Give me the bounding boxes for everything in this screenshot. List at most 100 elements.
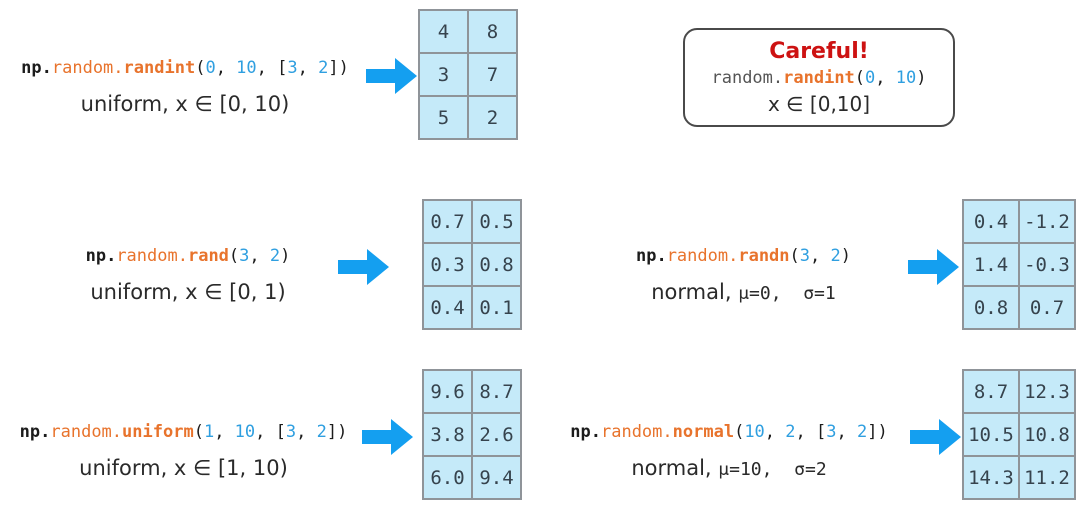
- code-np: np.: [21, 58, 52, 78]
- code-number: 3: [826, 422, 837, 442]
- code-punct: ,: [214, 422, 235, 442]
- table-cell: 12.3: [1020, 371, 1074, 412]
- code-punct: , [: [795, 422, 827, 442]
- code-punct: ,: [875, 67, 896, 88]
- code-func: rand: [187, 246, 229, 266]
- caption-prefix: normal,: [651, 280, 739, 304]
- careful-callout: Careful! random.randint(0, 10) x ∈ [0,10…: [683, 28, 955, 127]
- code-punct: (: [195, 58, 206, 78]
- code-punct: , [: [256, 58, 288, 78]
- normal-section: np.random.normal(10, 2, [3, 2]) normal, …: [567, 420, 891, 480]
- caption-prefix: normal,: [631, 456, 719, 480]
- code-func: randint: [123, 58, 196, 78]
- code-number: 2: [269, 246, 281, 266]
- randint-output-table: 4 8 3 7 5 2: [418, 9, 518, 140]
- code-number: 3: [285, 422, 297, 442]
- table-cell: 3.8: [424, 414, 471, 455]
- randn-code-line: np.random.randn(3, 2): [601, 244, 886, 268]
- normal-code-line: np.random.normal(10, 2, [3, 2]): [567, 420, 891, 444]
- table-cell: 0.8: [473, 244, 520, 285]
- code-np: np.: [635, 246, 667, 266]
- code-number: 0: [865, 67, 876, 88]
- randint-code-line: np.random.randint(0, 10, [3, 2]): [10, 56, 360, 80]
- code-punct: (: [734, 422, 745, 442]
- code-np: np.: [85, 246, 117, 266]
- code-func: normal: [672, 422, 735, 442]
- table-cell: 0.4: [964, 201, 1018, 242]
- code-number: 2: [785, 422, 796, 442]
- code-module: random.: [711, 67, 784, 88]
- uniform-code-line: np.random.uniform(1, 10, [3, 2]): [11, 420, 356, 444]
- arrow-icon: [908, 249, 959, 285]
- code-number: 10: [236, 58, 257, 78]
- table-cell: 6.0: [424, 457, 471, 498]
- code-punct: (: [228, 246, 240, 266]
- code-number: 2: [830, 246, 841, 266]
- arrow-icon: [362, 419, 413, 455]
- randn-section: np.random.randn(3, 2) normal, μ=0, σ=1: [601, 244, 886, 304]
- uniform-output-table: 9.6 8.7 3.8 2.6 6.0 9.4: [422, 369, 522, 500]
- code-number: 2: [856, 422, 868, 442]
- code-module: random.: [600, 422, 673, 442]
- careful-caption: x ∈ [0,10]: [767, 91, 871, 116]
- arrow-icon: [338, 249, 389, 285]
- table-cell: -0.3: [1020, 244, 1074, 285]
- code-punct: ,: [296, 422, 317, 442]
- code-number: 10: [234, 422, 256, 442]
- code-punct: , [: [255, 422, 286, 442]
- code-func: randn: [738, 246, 790, 266]
- uniform-caption: uniform, x ∈ [1, 10): [79, 456, 288, 480]
- code-np: np.: [570, 422, 601, 442]
- code-number: 2: [318, 58, 329, 78]
- code-punct: ): [840, 246, 852, 266]
- caption-params: μ=10, σ=2: [718, 459, 827, 480]
- code-number: 3: [799, 246, 811, 266]
- table-cell: 5: [420, 97, 467, 138]
- code-punct: ,: [215, 58, 237, 78]
- code-punct: (: [789, 246, 800, 266]
- rand-section: np.random.rand(3, 2) uniform, x ∈ [0, 1): [28, 244, 348, 304]
- code-module: random.: [116, 246, 188, 266]
- code-punct: ,: [249, 246, 270, 266]
- table-cell: 9.4: [473, 457, 520, 498]
- rand-output-table: 0.7 0.5 0.3 0.8 0.4 0.1: [422, 199, 522, 330]
- careful-title: Careful!: [769, 38, 869, 64]
- table-cell: 10.8: [1020, 414, 1074, 455]
- table-cell: 0.7: [424, 201, 471, 242]
- code-number: 0: [205, 58, 216, 78]
- code-punct: ]): [326, 422, 348, 442]
- code-punct: ,: [836, 422, 857, 442]
- code-punct: ,: [764, 422, 786, 442]
- table-cell: 3: [420, 54, 467, 95]
- randn-caption: normal, μ=0, σ=1: [601, 280, 886, 304]
- code-punct: ): [916, 67, 927, 88]
- table-cell: 8.7: [964, 371, 1018, 412]
- uniform-section: np.random.uniform(1, 10, [3, 2]) uniform…: [11, 420, 356, 480]
- code-number: 10: [744, 422, 765, 442]
- randn-output-table: 0.4 -1.2 1.4 -0.3 0.8 0.7: [962, 199, 1076, 330]
- code-punct: ,: [297, 58, 319, 78]
- code-punct: (: [193, 422, 204, 442]
- table-cell: 0.1: [473, 287, 520, 328]
- normal-caption: normal, μ=10, σ=2: [567, 456, 891, 480]
- code-np: np.: [19, 422, 51, 442]
- table-cell: 0.7: [1020, 287, 1074, 328]
- normal-output-table: 8.7 12.3 10.5 10.8 14.3 11.2: [962, 369, 1076, 500]
- table-cell: 7: [469, 54, 516, 95]
- table-cell: 0.8: [964, 287, 1018, 328]
- code-punct: ]): [328, 58, 349, 78]
- table-cell: 14.3: [964, 457, 1018, 498]
- code-punct: ]): [867, 422, 888, 442]
- table-cell: 0.3: [424, 244, 471, 285]
- code-number: 1: [203, 422, 215, 442]
- rand-code-line: np.random.rand(3, 2): [28, 244, 348, 268]
- code-func: uniform: [122, 422, 194, 442]
- code-number: 10: [895, 67, 917, 88]
- table-cell: 2: [469, 97, 516, 138]
- table-cell: 10.5: [964, 414, 1018, 455]
- table-cell: -1.2: [1020, 201, 1074, 242]
- table-cell: 1.4: [964, 244, 1018, 285]
- table-cell: 2.6: [473, 414, 520, 455]
- table-cell: 8: [469, 11, 516, 52]
